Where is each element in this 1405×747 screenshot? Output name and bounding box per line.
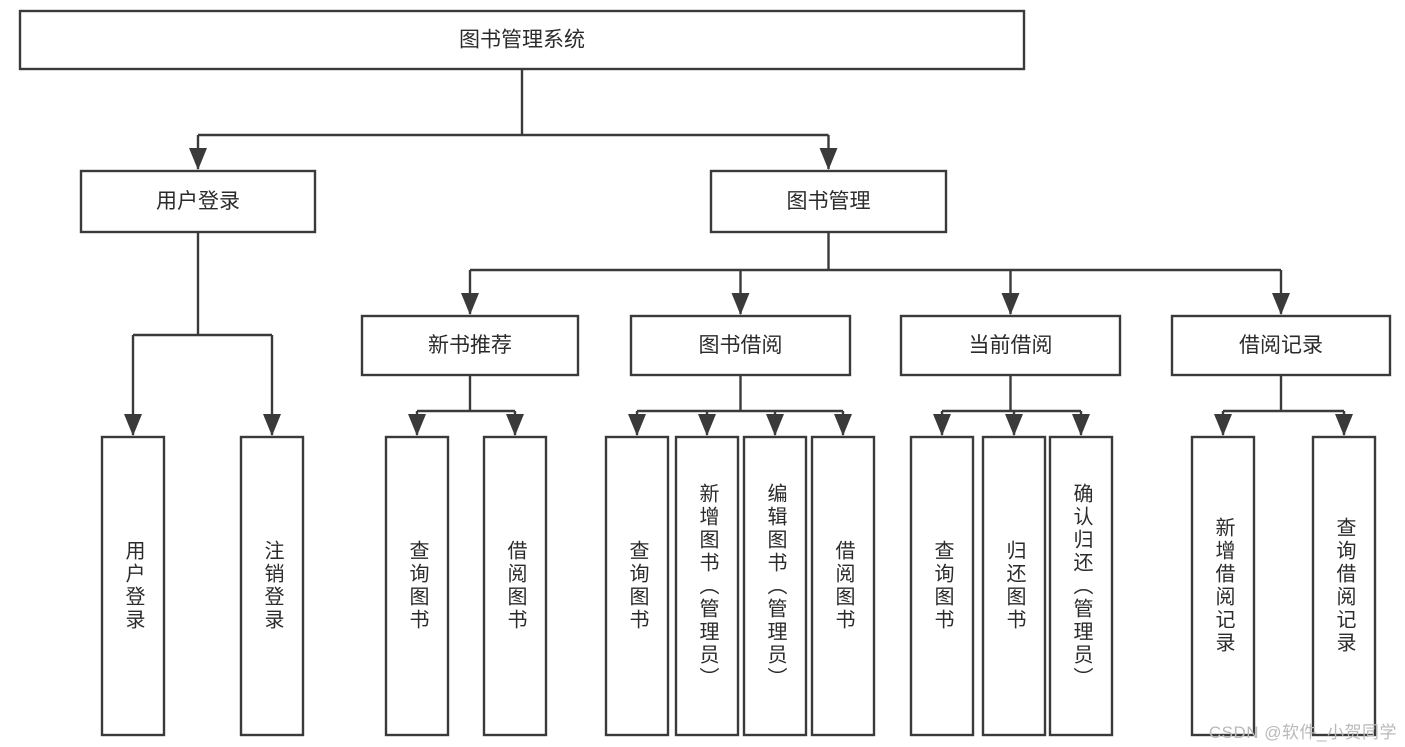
arrow-head-leaf: [628, 414, 646, 436]
leaf-node-11-rect[interactable]: [1190, 435, 1256, 737]
leaf-node-6-rect[interactable]: [742, 435, 808, 737]
arrow-head-level2: [189, 148, 207, 170]
leaf-node-6[interactable]: [742, 435, 808, 737]
leaf-node-4[interactable]: [604, 435, 670, 737]
arrow-head-level3: [1001, 293, 1020, 315]
arrow-head-leaf: [1005, 414, 1023, 436]
leaf-node-5[interactable]: [674, 435, 740, 737]
arrow-head-leaf: [1335, 414, 1353, 436]
arrow-head-leaf: [124, 414, 142, 436]
leaf-node-12[interactable]: [1311, 435, 1377, 737]
node-level3-3-rect[interactable]: [1170, 314, 1392, 377]
arrow-head-leaf: [1214, 414, 1232, 436]
arrow-head-level2: [819, 148, 838, 170]
arrow-head-leaf: [263, 414, 281, 436]
arrow-head-leaf: [1072, 414, 1090, 436]
leaf-node-9[interactable]: [981, 435, 1047, 737]
node-level3-2-rect[interactable]: [899, 314, 1122, 377]
node-level3-1-label: 图书借阅: [699, 334, 783, 357]
node-level2-1-label: 图书管理: [787, 190, 871, 213]
leaf-node-8-rect[interactable]: [909, 435, 975, 737]
node-level2-1[interactable]: [709, 169, 948, 234]
node-level3-2[interactable]: [899, 314, 1122, 377]
arrow-head-level3: [731, 293, 750, 315]
node-root-rect[interactable]: [18, 9, 1026, 71]
node-level2-0[interactable]: [79, 169, 317, 234]
node-level3-2-label: 当前借阅: [969, 334, 1053, 357]
node-level3-1-rect[interactable]: [629, 314, 852, 377]
node-level2-0-rect[interactable]: [79, 169, 317, 234]
arrow-head-leaf: [834, 414, 852, 436]
node-level3-0-label: 新书推荐: [428, 334, 512, 357]
watermark: CSDN @软件_小贺同学: [1208, 723, 1397, 742]
node-root-label: 图书管理系统: [459, 29, 585, 52]
leaf-node-3[interactable]: [482, 435, 548, 737]
arrow-head-leaf: [506, 414, 524, 436]
leaf-node-5-rect[interactable]: [674, 435, 740, 737]
leaf-node-2-rect[interactable]: [384, 435, 450, 737]
node-box-layer: [18, 9, 1392, 737]
arrow-head-leaf: [408, 414, 426, 436]
leaf-node-4-rect[interactable]: [604, 435, 670, 737]
leaf-node-0[interactable]: [100, 435, 166, 737]
node-level3-3-label: 借阅记录: [1239, 334, 1323, 357]
arrow-head-leaf: [698, 414, 716, 436]
leaf-node-10[interactable]: [1048, 435, 1114, 737]
node-level2-1-rect[interactable]: [709, 169, 948, 234]
leaf-node-10-rect[interactable]: [1048, 435, 1114, 737]
leaf-node-7-rect[interactable]: [810, 435, 876, 737]
node-level3-0-rect[interactable]: [360, 314, 580, 377]
leaf-node-8[interactable]: [909, 435, 975, 737]
arrow-head-leaf: [933, 414, 951, 436]
node-level2-0-label: 用户登录: [156, 190, 240, 213]
leaf-node-12-rect[interactable]: [1311, 435, 1377, 737]
node-level3-0[interactable]: [360, 314, 580, 377]
arrow-head-level3: [1272, 293, 1290, 315]
node-root[interactable]: [18, 9, 1026, 71]
arrow-head-level3: [461, 293, 479, 315]
leaf-node-9-rect[interactable]: [981, 435, 1047, 737]
arrow-head-leaf: [766, 414, 784, 436]
leaf-node-2[interactable]: [384, 435, 450, 737]
leaf-node-7[interactable]: [810, 435, 876, 737]
leaf-node-3-rect[interactable]: [482, 435, 548, 737]
node-level3-1[interactable]: [629, 314, 852, 377]
leaf-node-1[interactable]: [239, 435, 305, 737]
leaf-node-11[interactable]: [1190, 435, 1256, 737]
node-level3-3[interactable]: [1170, 314, 1392, 377]
leaf-node-1-rect[interactable]: [239, 435, 305, 737]
leaf-node-0-rect[interactable]: [100, 435, 166, 737]
connector-layer: [124, 69, 1353, 436]
